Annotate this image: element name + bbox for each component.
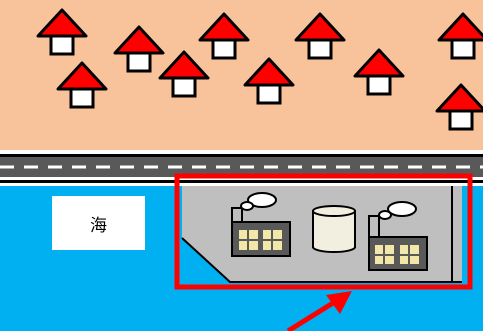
house-icon	[243, 57, 295, 105]
house-icon	[353, 48, 405, 96]
house-icon	[36, 8, 88, 56]
house-icon	[198, 12, 250, 60]
sea-label-text: 海	[90, 215, 107, 236]
arrow-icon	[286, 291, 352, 331]
house-icon	[294, 12, 346, 60]
highlight-box	[174, 173, 473, 290]
house-icon	[113, 25, 165, 73]
house-icon	[56, 61, 108, 109]
house-icon	[437, 12, 483, 60]
house-icon	[158, 50, 210, 98]
house-icon	[435, 83, 483, 131]
storage-tank-icon	[312, 205, 356, 253]
reclaimed-land-edge	[181, 237, 462, 283]
factory-icon	[368, 201, 428, 271]
road	[0, 150, 483, 186]
sea-label: 海	[52, 196, 145, 250]
factory-icon	[231, 192, 291, 257]
houses-group	[36, 8, 483, 131]
